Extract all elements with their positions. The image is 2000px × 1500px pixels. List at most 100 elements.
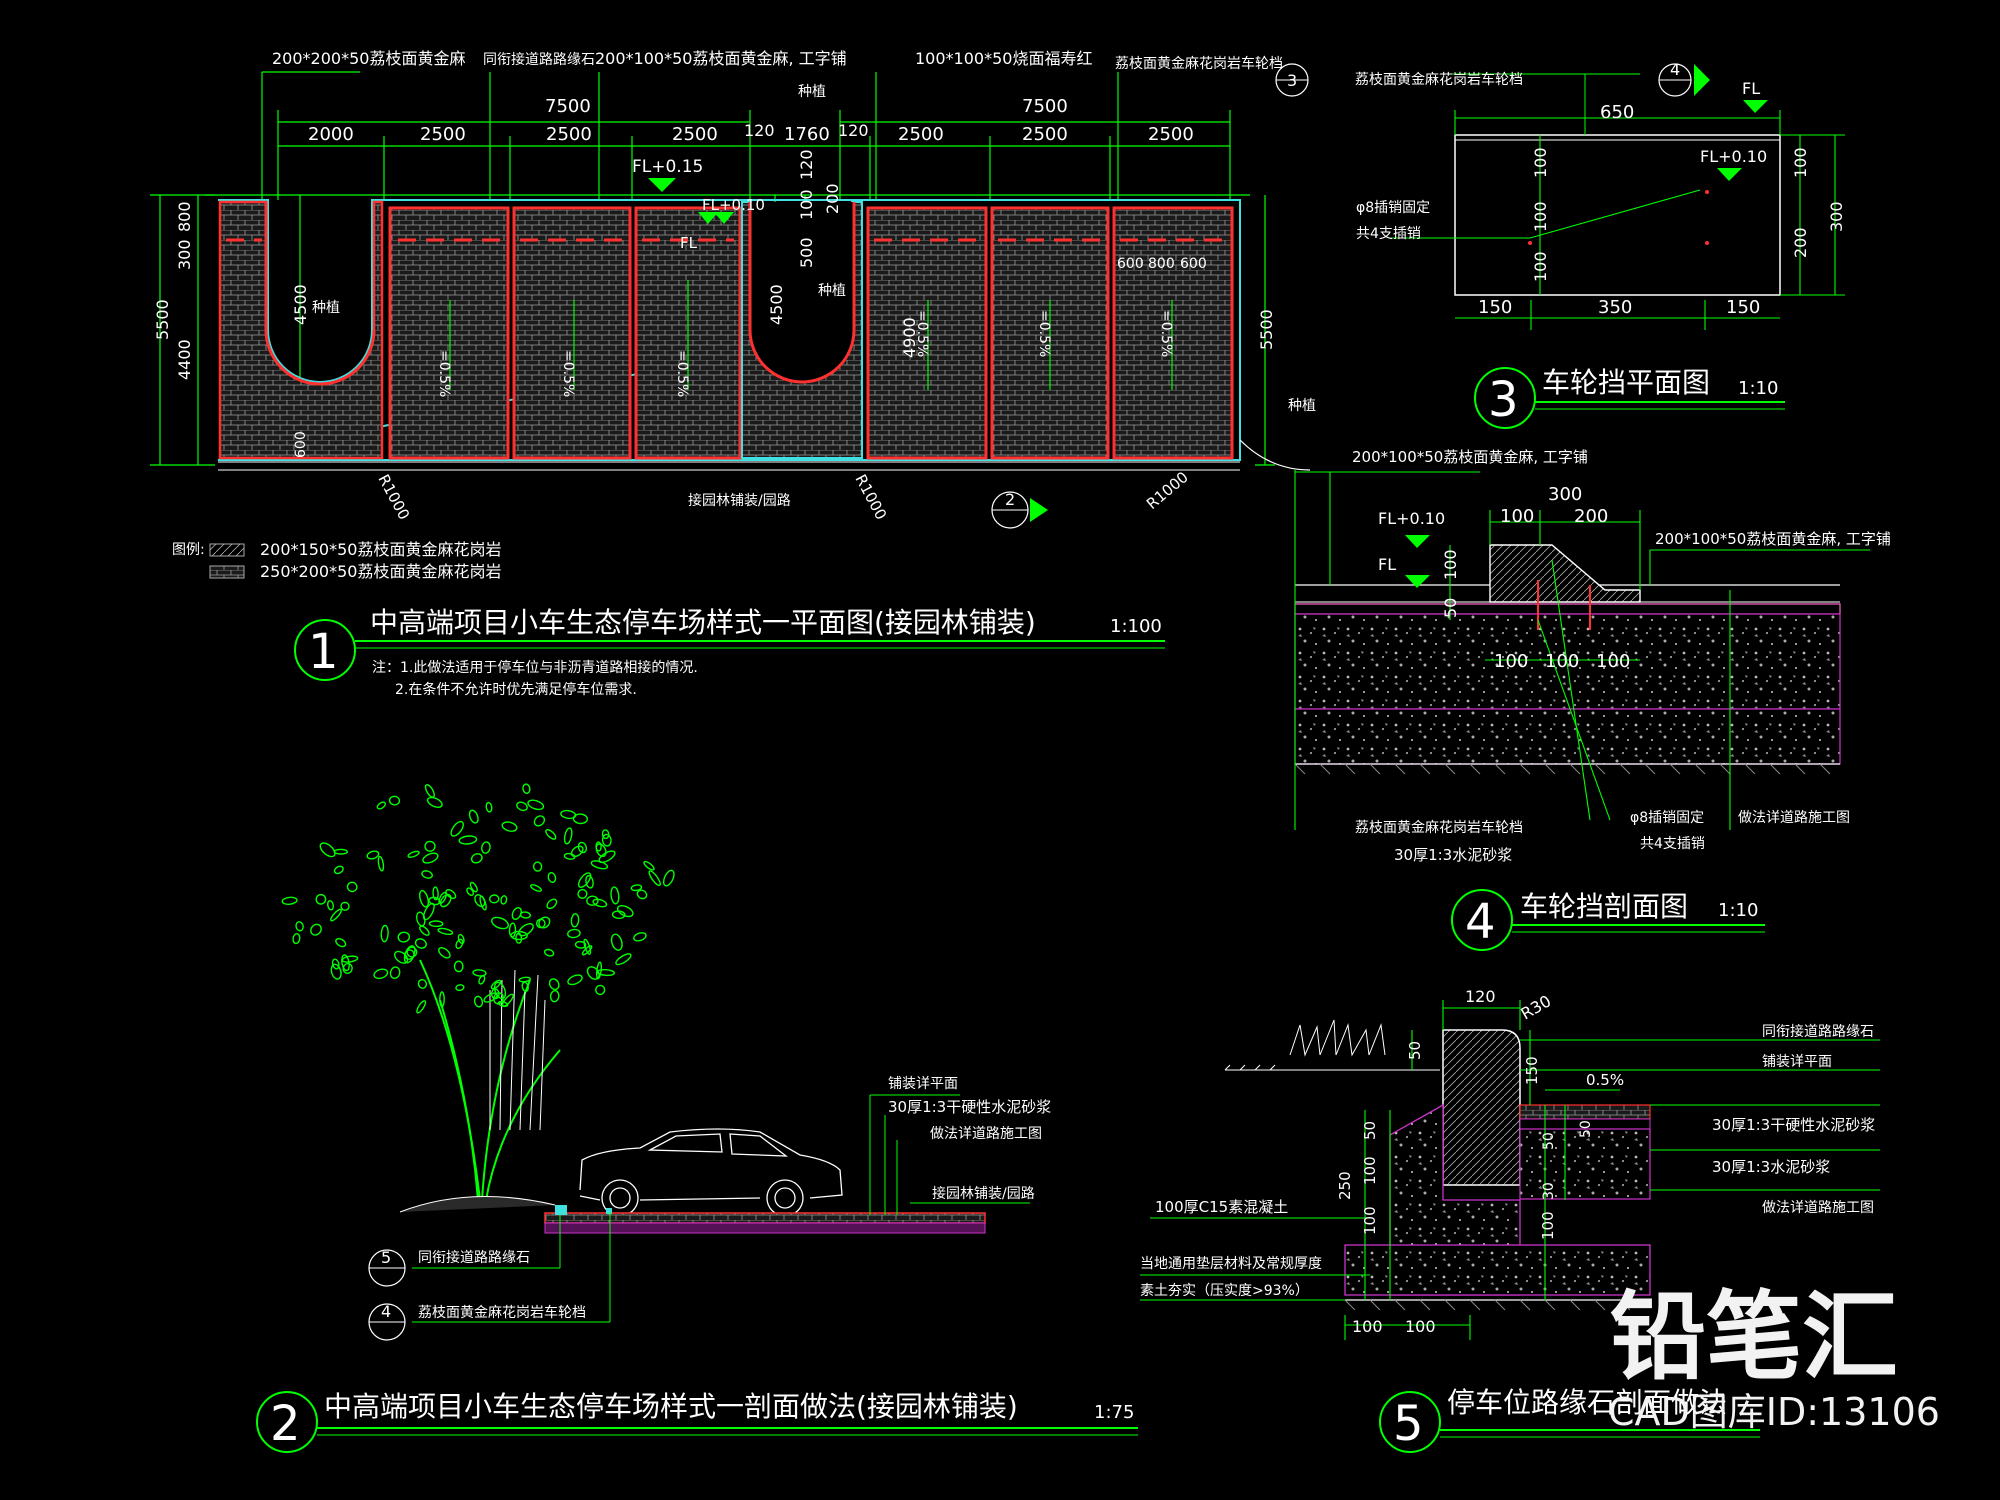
leaf-icon: [428, 920, 444, 928]
leaf-icon: [610, 933, 623, 951]
dim-150: 150: [1726, 297, 1760, 318]
wheelstop-section-label: 30厚1:3水泥砂浆: [1394, 846, 1512, 864]
leaf-icon: [315, 893, 327, 905]
leaf-icon: [493, 981, 507, 1000]
callout-4-number: 4: [1670, 60, 1680, 79]
leaf-icon: [574, 940, 587, 949]
leaf-icon: [295, 921, 304, 932]
title-5: 停车位路缘石剖面做法: [1447, 1386, 1727, 1419]
leaf-icon: [414, 938, 427, 949]
curb-label: 30厚1:3水泥砂浆: [1712, 1158, 1830, 1176]
base-layer: [1294, 613, 1841, 710]
leaf-icon: [333, 865, 344, 875]
dim-2500: 2500: [1148, 124, 1194, 145]
dim-350: 350: [1598, 297, 1632, 318]
dim-100: 100: [1352, 1317, 1383, 1336]
leaf-icon: [489, 894, 500, 904]
leaf-icon: [455, 938, 464, 950]
title-2-circle: [256, 1391, 318, 1453]
legend-item-1: 200*150*50荔枝面黄金麻花岗岩: [260, 540, 501, 559]
title-1-scale: 1:100: [1110, 616, 1162, 637]
leaf-icon: [424, 840, 436, 852]
legend-swatch-1: [209, 543, 245, 557]
fl-marker-icon: [698, 212, 718, 224]
leaf-icon: [595, 984, 606, 996]
title-4-scale: 1:10: [1718, 900, 1758, 921]
leaf-icon: [545, 829, 557, 840]
fl-label: FL+0.10: [702, 196, 765, 214]
parking-bay-1: [388, 206, 510, 460]
leaf-icon: [417, 978, 428, 989]
fl-label: FL: [1378, 555, 1396, 574]
callout-3-number: 3: [1287, 71, 1297, 90]
wheelstop-plan-dims: [1390, 110, 1845, 330]
dim-300: 300: [1548, 484, 1582, 505]
leaf-icon: [529, 884, 543, 892]
leaf-icon: [570, 913, 580, 928]
dim-100: 100: [1361, 1206, 1379, 1235]
leaf-icon: [567, 928, 581, 939]
leaf-icon: [590, 860, 609, 870]
curb-label: 同衔接道路路缘石: [1762, 1023, 1874, 1040]
dim-100: 100: [1494, 651, 1528, 672]
leaf-icon: [508, 922, 517, 938]
leaf-icon: [432, 886, 439, 901]
leaf-icon: [501, 821, 518, 832]
subbase-layer: [1294, 708, 1841, 765]
title-2-scale: 1:75: [1094, 1402, 1134, 1423]
label-top-5: 荔枝面黄金麻花岗岩车轮档: [1115, 55, 1283, 72]
leaf-icon: [533, 815, 546, 827]
title-1-number: 1: [308, 624, 339, 680]
curb-label: 100厚C15素混凝土: [1155, 1198, 1288, 1216]
leaf-icon: [636, 889, 648, 900]
leaf-icon: [470, 853, 483, 864]
leaf-icon: [335, 937, 347, 948]
leaf-icon: [478, 975, 486, 985]
leaf-icon: [563, 827, 573, 845]
leaf-icon: [366, 850, 380, 860]
legend-item-2: 250*200*50荔枝面黄金麻花岗岩: [260, 562, 501, 581]
leaf-icon: [601, 829, 610, 840]
legend-swatch-2: [209, 565, 245, 579]
leaf-icon: [455, 984, 465, 992]
grass-icon: [1224, 1019, 1440, 1071]
leaf-icon: [342, 962, 353, 974]
leaf-icon: [377, 855, 385, 872]
leaf-icon: [341, 954, 350, 972]
dim-100: 100: [1545, 651, 1579, 672]
leaf-icon: [292, 933, 301, 945]
leaf-icon: [532, 861, 543, 872]
title-2: 中高端项目小车生态停车场样式一剖面做法(接园林铺装): [324, 1390, 1018, 1423]
label-top-1: 200*200*50荔枝面黄金麻: [272, 49, 465, 68]
leaf-icon: [376, 801, 386, 810]
leaf-icon: [450, 820, 464, 837]
pin-holes: [1528, 190, 1709, 245]
leaf-icon: [474, 894, 486, 908]
leaf-icon: [473, 995, 484, 1008]
leaf-icon: [458, 835, 478, 845]
leaf-icon: [521, 981, 529, 993]
leaf-icon: [419, 925, 430, 936]
fl-marker-icon: [1405, 575, 1430, 588]
leaf-icon: [592, 898, 608, 908]
section-leaders: [412, 1094, 1030, 1323]
dim-left-800: 800: [175, 201, 194, 232]
leaf-icon: [586, 966, 600, 980]
leaf-icon: [281, 896, 298, 905]
callout-2-number: 2: [1005, 490, 1015, 509]
plant-label: 种植: [818, 283, 846, 299]
tree-trunk-icon: [419, 959, 561, 1201]
dim-50: 50: [1578, 1120, 1594, 1138]
leaf-icon: [501, 993, 514, 1007]
leaf-icon: [633, 932, 647, 942]
dim-overall-2: 7500: [1022, 96, 1068, 117]
leaf-icon: [394, 950, 409, 964]
dim-50: 50: [1441, 598, 1460, 618]
wheelstop-section-label: φ8插销固定: [1630, 810, 1704, 826]
leaf-icon: [388, 795, 401, 806]
wheelstop-section-dims: [1294, 470, 1870, 830]
title-3-circle: [1474, 367, 1536, 429]
leaf-icon: [418, 889, 430, 908]
section-label: 铺装详平面: [888, 1076, 958, 1092]
dim-2500: 2500: [898, 124, 944, 145]
